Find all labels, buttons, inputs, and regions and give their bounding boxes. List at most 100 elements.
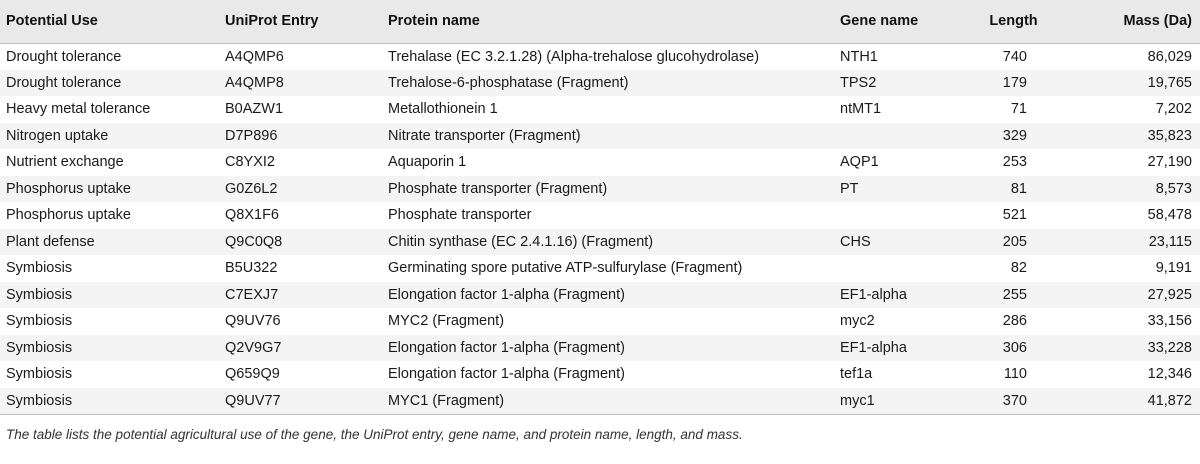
cell-uniprot-entry: C7EXJ7 (225, 286, 279, 303)
cell-protein-name: Metallothionein 1 (388, 101, 498, 118)
cell-mass: 9,191 (1155, 260, 1192, 277)
cell-gene-name: NTH1 (840, 48, 878, 65)
cell-potential-use: Phosphorus uptake (6, 207, 131, 224)
cell-gene-name: CHS (840, 233, 871, 250)
table-row: Symbiosis Q2V9G7 Elongation factor 1-alpha… (0, 334, 1200, 361)
cell-mass: 23,115 (1148, 233, 1192, 250)
table-body: Drought tolerance A4QMP6 Trehalase (EC 3.2… (0, 43, 1200, 415)
cell-mass: 19,765 (1147, 74, 1192, 91)
cell-length: 110 (1003, 366, 1027, 383)
cell-mass: 58,478 (1147, 207, 1192, 224)
header-length: Length (952, 0, 1069, 44)
header-mass: Mass (Da) (1069, 0, 1200, 44)
cell-mass: 41,872 (1069, 387, 1200, 415)
header-gene-name: Gene name (834, 0, 952, 44)
cell-length: 255 (1002, 286, 1027, 303)
cell-length: 253 (1002, 154, 1027, 171)
cell-length: 81 (1010, 180, 1027, 197)
cell-gene-name: AQP1 (840, 154, 879, 171)
cell-potential-use: Symbiosis (6, 339, 73, 356)
cell-length: 82 (1010, 260, 1027, 277)
cell-potential-use: Symbiosis (0, 387, 219, 415)
header-potential-use: Potential Use (0, 0, 219, 44)
cell-uniprot-entry: A4QMP8 (225, 74, 284, 91)
cell-length: 286 (1002, 313, 1027, 330)
cell-protein-name: Phosphate transporter (Fragment) (388, 180, 608, 197)
cell-mass: 27,190 (1147, 154, 1192, 171)
cell-length: 205 (1002, 233, 1027, 250)
cell-mass: 12,346 (1147, 366, 1192, 383)
cell-mass: 8,573 (1155, 180, 1192, 197)
cell-gene-name: ntMT1 (840, 101, 882, 118)
cell-protein-name: Trehalose-6-phosphatase (Fragment) (388, 74, 629, 91)
cell-protein-name: MYC1 (Fragment) (382, 387, 834, 415)
table-figure: Potential Use UniProt Entry Protein name… (0, 0, 1200, 442)
table-row: Nitrogen uptake D7P896 Nitrate transporter… (0, 122, 1200, 150)
cell-uniprot-entry: D7P896 (225, 127, 278, 144)
table-caption: The table lists the potential agricultur… (6, 426, 743, 442)
cell-mass: 7,202 (1155, 101, 1192, 118)
header-protein-name: Protein name (382, 0, 834, 44)
cell-potential-use: Symbiosis (6, 366, 73, 383)
cell-uniprot-entry: Q2V9G7 (225, 339, 282, 356)
cell-protein-name: MYC2 (Fragment) (388, 313, 505, 330)
table-row: Symbiosis C7EXJ7 Elongation factor 1-alpha… (0, 281, 1200, 308)
cell-potential-use: Symbiosis (6, 313, 73, 330)
cell-mass: 33,228 (1147, 339, 1192, 356)
cell-potential-use: Symbiosis (6, 260, 73, 277)
cell-length: 306 (1002, 339, 1027, 356)
cell-protein-name: Chitin synthase (EC 2.4.1.16) (Fragment) (388, 233, 654, 250)
cell-gene-name: myc1 (834, 387, 952, 415)
cell-gene-name (834, 255, 952, 282)
cell-protein-name: Elongation factor 1-alpha (Fragment) (388, 366, 625, 383)
table-header: Potential Use UniProt Entry Protein name… (0, 0, 1200, 44)
cell-potential-use: Nitrogen uptake (6, 127, 109, 144)
cell-gene-name: EF1-alpha (840, 286, 907, 303)
cell-length: 179 (1002, 74, 1027, 91)
cell-protein-name: Elongation factor 1-alpha (Fragment) (388, 339, 625, 356)
cell-potential-use: Plant defense (6, 233, 95, 250)
cell-mass: 35,823 (1147, 127, 1192, 144)
cell-gene-name (834, 123, 952, 150)
cell-uniprot-entry: G0Z6L2 (225, 180, 278, 197)
cell-gene-name: EF1-alpha (840, 339, 907, 356)
table-row: Phosphorus uptake G0Z6L2 Phosphate transpo… (0, 175, 1200, 202)
table-row: Drought tolerance A4QMP8 Trehalose-6-phosp… (0, 69, 1200, 96)
cell-uniprot-entry: Q9UV77 (219, 387, 382, 415)
cell-potential-use: Phosphorus uptake (6, 180, 131, 197)
cell-protein-name: Nitrate transporter (Fragment) (388, 127, 581, 144)
cell-potential-use: Symbiosis (6, 286, 73, 303)
header-row: Potential Use UniProt Entry Protein name… (0, 0, 1200, 44)
cell-length: 521 (1002, 207, 1027, 224)
protein-table: Potential Use UniProt Entry Protein name… (0, 0, 1200, 415)
cell-protein-name: Trehalase (EC 3.2.1.28) (Alpha-trehalose… (388, 48, 760, 65)
cell-protein-name: Germinating spore putative ATP-sulfuryla… (388, 260, 743, 277)
cell-gene-name (834, 202, 952, 229)
table-row: Phosphorus uptake Q8X1F6 Phosphate transpo… (0, 202, 1200, 229)
cell-uniprot-entry: Q8X1F6 (225, 207, 279, 224)
cell-potential-use: Heavy metal tolerance (6, 101, 151, 118)
cell-protein-name: Phosphate transporter (388, 207, 532, 224)
cell-protein-name: Aquaporin 1 (388, 154, 467, 171)
cell-gene-name: tef1a (840, 366, 873, 383)
cell-mass: 33,156 (1147, 313, 1192, 330)
cell-potential-use: Drought tolerance (6, 48, 122, 65)
cell-uniprot-entry: C8YXI2 (225, 154, 275, 171)
header-uniprot-entry: UniProt Entry (219, 0, 382, 44)
cell-length: 740 (1002, 48, 1027, 65)
cell-length: 370 (952, 387, 1069, 415)
cell-potential-use: Drought tolerance (6, 74, 122, 91)
cell-gene-name: TPS2 (840, 74, 877, 91)
cell-gene-name: myc2 (840, 313, 875, 330)
table-row: Drought tolerance A4QMP6 Trehalase (EC 3.2… (0, 43, 1200, 70)
cell-protein-name: Elongation factor 1-alpha (Fragment) (388, 286, 625, 303)
cell-uniprot-entry: A4QMP6 (225, 48, 284, 65)
cell-mass: 86,029 (1147, 48, 1192, 65)
